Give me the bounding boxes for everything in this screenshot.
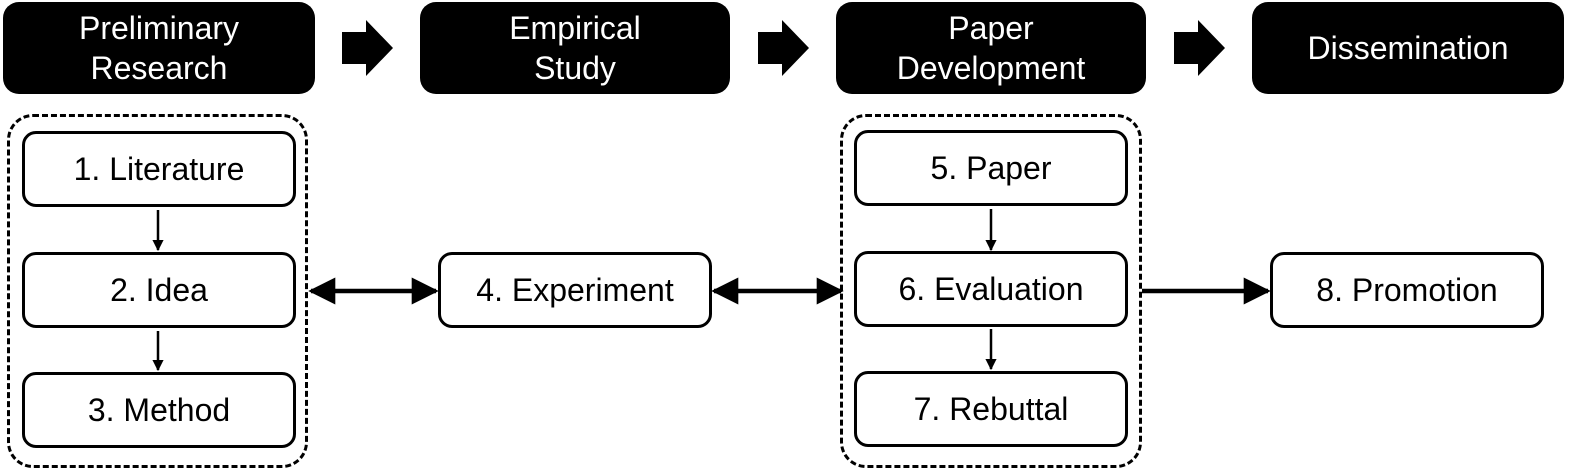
phase-empirical-study: Empirical Study bbox=[420, 2, 730, 94]
step-experiment: 4. Experiment bbox=[438, 252, 712, 328]
step-evaluation: 6. Evaluation bbox=[854, 251, 1128, 327]
step-literature: 1. Literature bbox=[22, 131, 296, 207]
phase-preliminary-research: Preliminary Research bbox=[3, 2, 315, 94]
step-paper: 5. Paper bbox=[854, 130, 1128, 206]
phase-arrow-2-icon bbox=[758, 20, 809, 76]
phase-arrow-3-icon bbox=[1174, 20, 1225, 76]
phase-paper-development: Paper Development bbox=[836, 2, 1146, 94]
phase-dissemination: Dissemination bbox=[1252, 2, 1564, 94]
phase-arrow-1-icon bbox=[342, 20, 393, 76]
step-promotion: 8. Promotion bbox=[1270, 252, 1544, 328]
step-idea: 2. Idea bbox=[22, 252, 296, 328]
step-rebuttal: 7. Rebuttal bbox=[854, 371, 1128, 447]
step-method: 3. Method bbox=[22, 372, 296, 448]
group-preliminary-research bbox=[7, 114, 308, 468]
